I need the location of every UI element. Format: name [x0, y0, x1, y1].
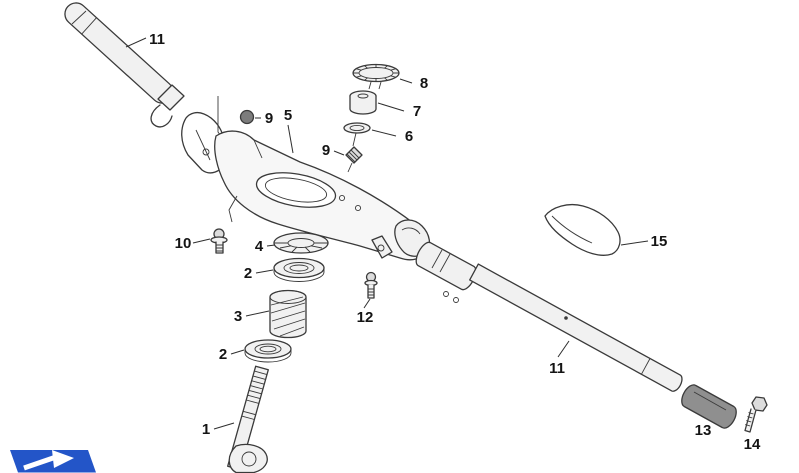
part-label-9-left: 9	[265, 110, 273, 127]
cap-part9-left	[239, 109, 255, 125]
part-label-8: 8	[420, 75, 428, 92]
part-label-14: 14	[744, 436, 761, 453]
handlebar-tube-right	[415, 241, 683, 392]
cover-cap-part8	[352, 63, 400, 90]
part-label-9-center: 9	[322, 142, 330, 159]
part-label-15: 15	[651, 233, 668, 250]
part-label-2-upper: 2	[244, 265, 252, 282]
bolt-part10	[210, 195, 238, 254]
sleeve-part3	[269, 289, 307, 339]
leader-lines	[125, 37, 649, 430]
screw-part9-center	[345, 146, 363, 173]
part-label-7: 7	[413, 103, 421, 120]
part-label-5: 5	[284, 107, 292, 124]
bearing-part2-upper	[273, 257, 325, 282]
part-label-1: 1	[202, 421, 210, 438]
bushing-part13	[681, 384, 737, 429]
washer-part6	[343, 122, 371, 147]
bearing-part2-lower	[244, 339, 292, 363]
handlebar-tube-left	[64, 2, 229, 174]
part-label-11-right: 11	[549, 360, 565, 377]
bolt-part14	[744, 396, 768, 433]
washer-part4	[273, 232, 329, 254]
guard-plate-part15	[544, 203, 621, 256]
part-label-12: 12	[357, 309, 374, 326]
part-labels: 11 8 7 6 9 5 9 15 10 4 2 3 2 12 11 1 13 …	[149, 31, 761, 453]
part-label-4: 4	[255, 238, 264, 255]
part-label-3: 3	[234, 308, 242, 325]
part-label-6: 6	[405, 128, 413, 145]
spacer-part7	[349, 90, 377, 115]
part-label-10: 10	[175, 235, 192, 252]
part-label-2-lower: 2	[219, 346, 227, 363]
steering-stem-part1	[227, 365, 269, 473]
fork-bridge	[214, 130, 431, 261]
part-label-11-left: 11	[149, 31, 165, 48]
bolt-part12	[364, 271, 378, 299]
part-label-13: 13	[695, 422, 712, 439]
oem-logo	[10, 450, 96, 473]
